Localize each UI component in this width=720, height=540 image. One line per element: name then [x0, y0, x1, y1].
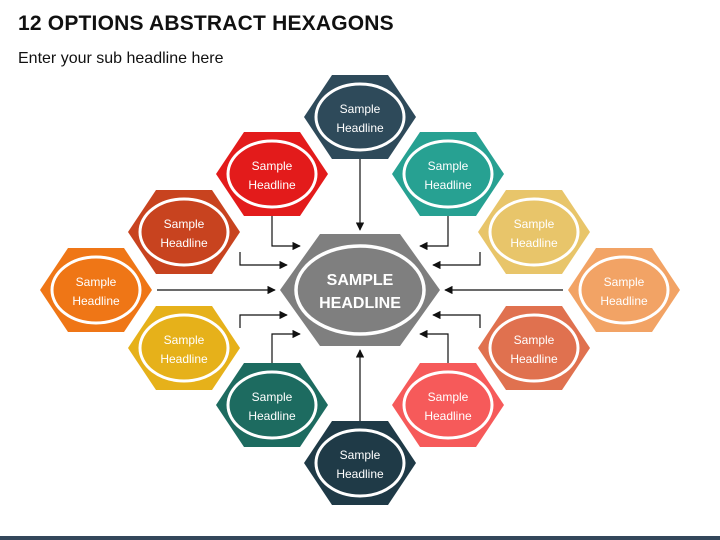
hexagon-inner-ring [226, 139, 318, 209]
center-hexagon: SAMPLE HEADLINE [280, 234, 440, 346]
option-label-line1: Sample [514, 333, 555, 347]
option-label-line2: Headline [72, 294, 120, 308]
hexagon-inner-ring [138, 313, 230, 383]
connector-arrow-lower-right-1 [419, 329, 449, 364]
hexagon-inner-ring [402, 370, 494, 440]
hexagon-inner-ring [138, 197, 230, 267]
option-label-line1: Sample [428, 159, 469, 173]
connector-arrow-upper-left-1 [271, 215, 301, 251]
option-label-line2: Headline [336, 467, 384, 481]
hexagon-inner-ring [50, 255, 142, 325]
option-label-line2: Headline [248, 178, 296, 192]
option-label-line2: Headline [600, 294, 648, 308]
connector-arrow-upper-right-2 [432, 252, 481, 270]
page-title: 12 OPTIONS ABSTRACT HEXAGONS [18, 12, 394, 35]
connector-arrow-lower-left-1 [271, 329, 301, 364]
option-label-line1: Sample [428, 390, 469, 404]
hexagon-inner-ring [402, 139, 494, 209]
option-label-line1: Sample [340, 102, 381, 116]
hexagon-inner-ring [226, 370, 318, 440]
bottom-bar [0, 536, 720, 540]
option-label-line2: Headline [248, 409, 296, 423]
connector-arrow-lower-right-2 [432, 310, 481, 328]
option-label-line2: Headline [336, 121, 384, 135]
connectors [157, 158, 563, 422]
option-label-line1: Sample [514, 217, 555, 231]
option-label-line1: Sample [252, 159, 293, 173]
option-label-line2: Headline [510, 352, 558, 366]
connector-arrow-upper-right-1 [419, 215, 449, 251]
hexagon-inner-ring [314, 82, 406, 152]
hexagon-inner-ring [488, 197, 580, 267]
center-inner-ring [294, 244, 426, 336]
option-label-line1: Sample [164, 333, 205, 347]
option-label-line1: Sample [164, 217, 205, 231]
option-label-line1: Sample [340, 448, 381, 462]
connector-arrow-lower-left-2 [239, 310, 288, 328]
option-label-line1: Sample [252, 390, 293, 404]
hexagon-inner-ring [578, 255, 670, 325]
center-label-line2: HEADLINE [319, 295, 401, 312]
option-label-line2: Headline [424, 178, 472, 192]
hexagon-inner-ring [488, 313, 580, 383]
page-subtitle: Enter your sub headline here [18, 50, 224, 67]
connector-arrow-upper-left-2 [239, 252, 288, 270]
option-label-line2: Headline [510, 236, 558, 250]
center-label-line1: SAMPLE [327, 272, 394, 289]
hexagon-inner-ring [314, 428, 406, 498]
option-label-line2: Headline [160, 236, 208, 250]
option-nodes: SampleHeadlineSampleHeadlineSampleHeadli… [40, 75, 680, 505]
option-label-line2: Headline [160, 352, 208, 366]
option-label-line1: Sample [76, 275, 117, 289]
option-label-line1: Sample [604, 275, 645, 289]
option-label-line2: Headline [424, 409, 472, 423]
